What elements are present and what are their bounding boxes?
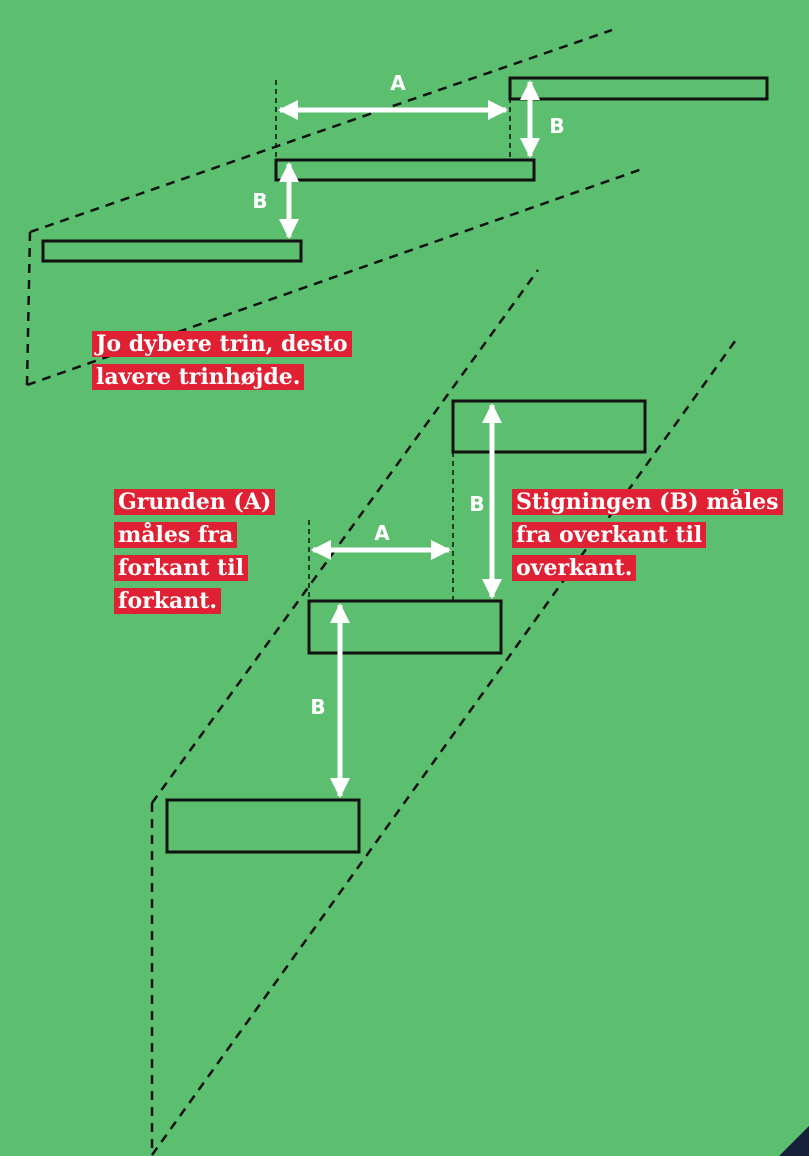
caption-rise-measurement: Stigningen (B) måles fra overkant til ov… [512,487,783,586]
stringer-bottom-line [26,166,646,387]
caption-depth-measurement: Grunden (A) måles fra forkant til forkan… [114,487,276,619]
depth-label-a: A [374,521,390,545]
corner-fold [779,1126,809,1156]
stair-tread-3 [508,76,769,101]
rise-label-b-left: B [252,189,267,213]
stringer-bottom-line [150,336,740,1156]
stair-tread-3 [451,399,647,454]
caption-line: forkant til [114,553,248,584]
caption-line: overkant. [512,553,637,584]
stringer-top-line [150,269,540,804]
caption-deeper-tread: Jo dybere trin, desto lavere trinhøjde. [92,329,352,395]
stair-tread-1 [165,798,361,854]
rise-label-b-lower: B [310,695,325,719]
steep-stair: A B B [150,269,740,1156]
shallow-stair: A B B [25,28,769,387]
stringer-end-line [25,231,32,386]
caption-line: fra overkant til [512,520,707,551]
caption-line: Stigningen (B) måles [512,487,783,518]
stair-tread-2 [274,158,536,182]
caption-line: Grunden (A) [114,487,276,518]
caption-line: forkant. [114,586,222,617]
rise-label-b-right: B [549,114,564,138]
caption-line: Jo dybere trin, desto [92,329,352,360]
caption-line: lavere trinhøjde. [92,362,305,393]
caption-line: måles fra [114,520,238,551]
depth-label-a: A [390,71,406,95]
rise-label-b-upper: B [469,492,484,516]
stair-tread-2 [307,599,503,655]
stringer-top-line [29,28,613,234]
stair-tread-1 [41,239,303,263]
